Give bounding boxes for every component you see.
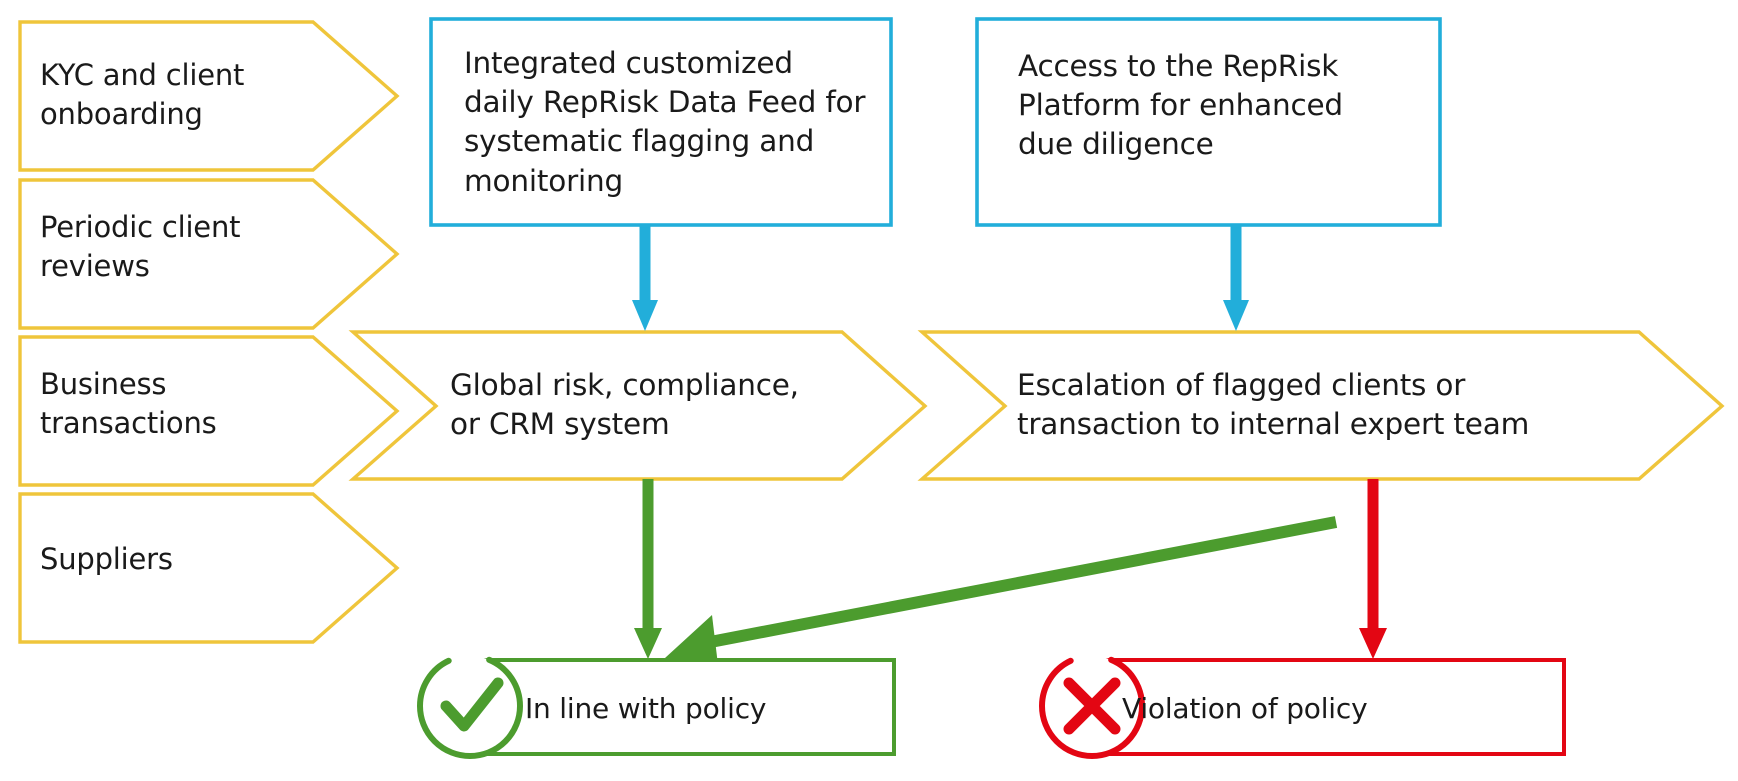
outcome-label-in-line-with-policy: In line with policy	[525, 692, 767, 725]
source-chevron-business-transactions[interactable]	[18, 335, 400, 487]
outcome-box-in-line-with-policy[interactable]	[470, 658, 896, 756]
source-label-suppliers: Suppliers	[40, 542, 173, 576]
arrow-crm-to-inline	[634, 479, 662, 659]
outcome-box-violation-of-policy[interactable]	[1092, 658, 1566, 756]
source-chevron-kyc-onboarding[interactable]	[18, 20, 400, 172]
outcome-label-violation-of-policy: Violation of policy	[1122, 692, 1368, 725]
arrow-platform-to-escalation	[1223, 225, 1249, 331]
input-box-data-feed[interactable]	[429, 17, 893, 227]
arrow-feed-to-crm	[632, 225, 658, 331]
arrow-escalation-to-inline	[665, 516, 1338, 665]
outcome-boxes	[470, 658, 1566, 756]
stage-chevrons	[348, 330, 1725, 481]
stage-chevron-escalation[interactable]	[917, 330, 1725, 481]
stage-chevron-crm-system[interactable]	[348, 330, 928, 481]
input-box-platform-access[interactable]	[975, 17, 1442, 227]
check-circle-icon	[417, 653, 523, 760]
stage-label-crm-system: Global risk, compliance, or CRM system	[450, 368, 799, 442]
source-label-business-transactions: Business transactions	[40, 367, 217, 440]
input-label-platform-access: Access to the RepRisk Platform for enhan…	[1018, 49, 1343, 162]
source-label-kyc-onboarding: KYC and client onboarding	[40, 58, 245, 131]
input-label-data-feed: Integrated customized daily RepRisk Data…	[464, 46, 866, 198]
source-chevron-suppliers[interactable]	[18, 492, 400, 644]
source-chevron-periodic-reviews[interactable]	[18, 178, 400, 330]
input-rectangles	[429, 17, 1442, 227]
connector-arrows	[632, 225, 1387, 665]
stage-label-escalation: Escalation of flagged clients or transac…	[1017, 368, 1530, 442]
arrow-escalation-to-violation	[1359, 479, 1387, 659]
cross-circle-icon	[1039, 653, 1145, 760]
source-chevrons	[18, 20, 400, 644]
source-label-periodic-reviews: Periodic client reviews	[40, 210, 241, 283]
